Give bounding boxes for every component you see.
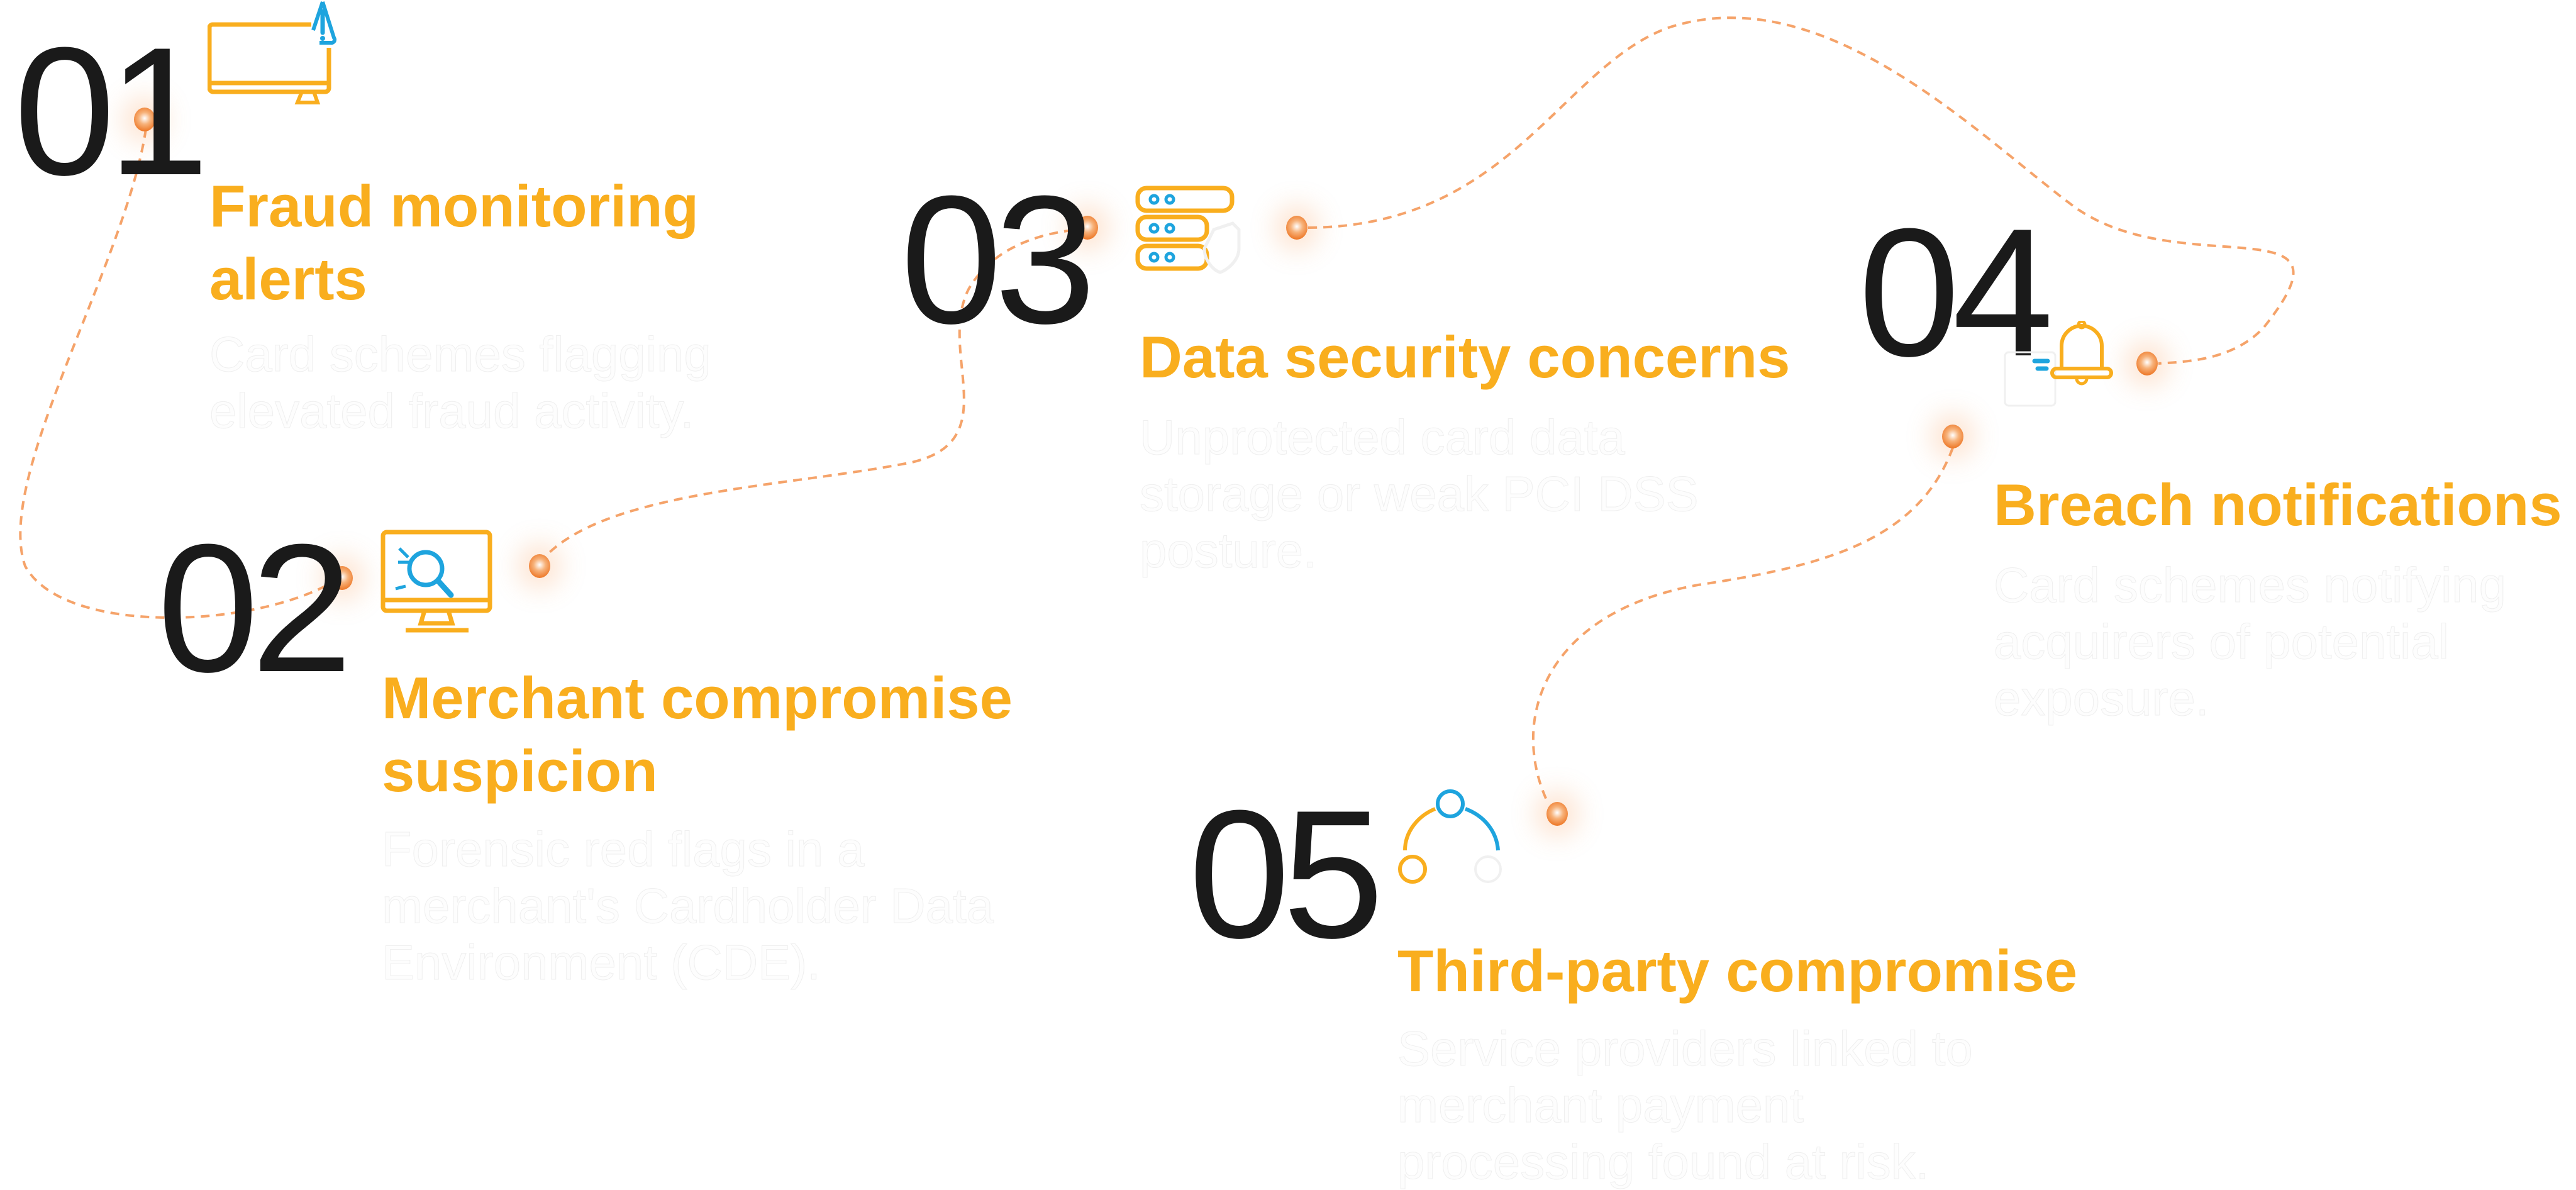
step-number: 05 xyxy=(1189,772,1384,976)
step-description: Card schemes notifying acquirers of pote… xyxy=(1993,557,2507,726)
path-node xyxy=(1546,802,1568,826)
step-title: Data security concerns xyxy=(1140,324,1790,390)
server-shield-icon xyxy=(1135,186,1241,274)
step-number: 04 xyxy=(1858,191,2054,394)
path-04-05 xyxy=(1531,447,1954,804)
path-node xyxy=(1942,425,1963,448)
step-title: Fraud monitoring alerts xyxy=(209,173,699,312)
step-title: Breach notifications xyxy=(1994,472,2562,538)
path-01-02 xyxy=(19,128,334,619)
path-node xyxy=(529,554,550,578)
path-node xyxy=(1286,216,1307,240)
step-title: Merchant compromise suspicion xyxy=(382,665,1013,804)
envelope-bell-icon xyxy=(2004,321,2113,407)
network-nodes-icon xyxy=(1398,789,1502,884)
step-description: Card schemes flagging elevated fraud act… xyxy=(209,326,712,439)
path-03-04 xyxy=(1307,16,2295,365)
path-node xyxy=(134,108,155,131)
step-description: Unprotected card data storage or weak PC… xyxy=(1140,409,1699,579)
path-node xyxy=(2136,352,2158,375)
step-number: 02 xyxy=(157,506,353,710)
path-node xyxy=(1077,216,1098,240)
monitor-magnifier-icon xyxy=(380,530,492,633)
monitor-warning-icon xyxy=(208,1,337,104)
step-number: 03 xyxy=(901,158,1096,362)
step-description: Service providers linked to merchant pay… xyxy=(1397,1021,1974,1190)
path-02-03 xyxy=(538,228,1079,564)
step-description: Forensic red flags in a merchant's Cardh… xyxy=(381,821,994,991)
step-title: Third-party compromise xyxy=(1397,938,2078,1004)
path-node xyxy=(331,566,353,590)
step-number: 01 xyxy=(14,9,209,213)
